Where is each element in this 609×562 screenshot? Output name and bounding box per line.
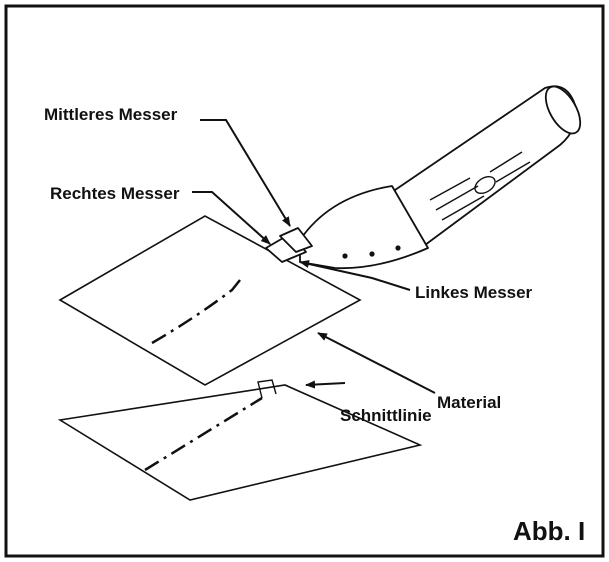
leader-lines (192, 119, 436, 394)
lower-material-sheet (57, 384, 423, 501)
upper-material-sheet (58, 215, 362, 386)
lower-cut-edge (257, 379, 277, 399)
tool-grip-details (429, 151, 531, 221)
lower-cut-line (144, 396, 263, 472)
label-mittleres-messer: Mittleres Messer (44, 105, 178, 124)
label-linkes-messer: Linkes Messer (415, 283, 533, 302)
label-material: Material (437, 393, 501, 412)
label-rechtes-messer: Rechtes Messer (50, 184, 180, 203)
head-rivets (342, 245, 401, 259)
upper-cut-line (151, 279, 241, 345)
air-shear-tool (265, 85, 582, 270)
label-schnittlinie: Schnittlinie (340, 406, 432, 425)
figure-number: Abb. I (513, 516, 585, 546)
